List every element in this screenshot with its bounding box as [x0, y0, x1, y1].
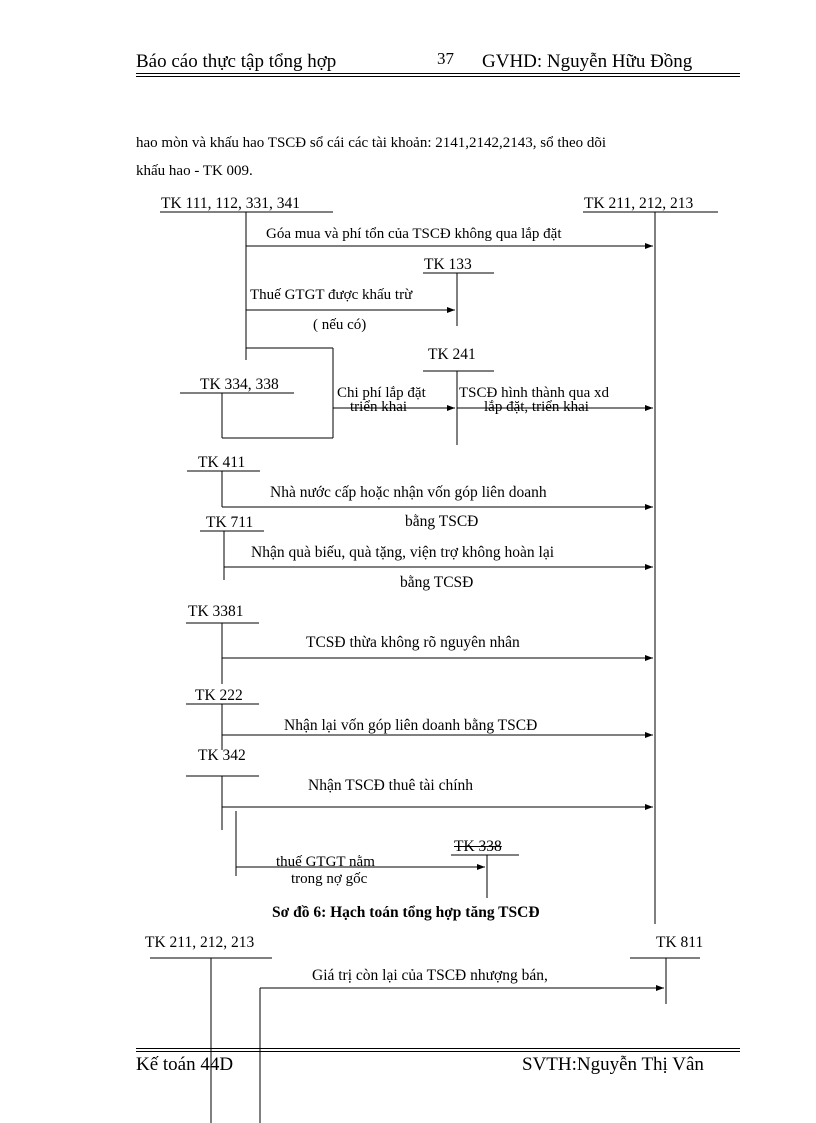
label-purchase: Góa mua và phí tổn của TSCĐ không qua lắ… — [266, 226, 562, 242]
label-state-1: Nhà nước cấp hoặc nhận vốn góp liên doan… — [270, 484, 547, 501]
account-tk3381: TK 3381 — [188, 603, 244, 620]
account-tk711: TK 711 — [206, 514, 254, 531]
label-vat-2: ( nếu có) — [313, 317, 367, 333]
header-title: Báo cáo thực tập tổng hợp — [136, 51, 337, 72]
intro-line-2: khấu hao - TK 009. — [136, 163, 253, 179]
header-rule-2 — [136, 76, 740, 77]
label-install-2: triển khai — [350, 399, 408, 415]
label-formed-2: lắp đặt, triển khai — [484, 399, 589, 415]
footer-rule-2 — [136, 1051, 740, 1052]
footer-right: SVTH:Nguyễn Thị Vân — [522, 1054, 704, 1075]
header-rule — [136, 73, 740, 74]
diagram-caption: Sơ đồ 6: Hạch toán tổng hợp tăng TSCĐ — [272, 904, 540, 921]
label-surplus: TCSĐ thừa không rõ nguyên nhân — [306, 634, 520, 651]
label-vat-1: Thuế GTGT được khấu trừ — [250, 287, 413, 303]
label-install-1: Chi phí lắp đặt — [337, 385, 426, 401]
account-tk111: TK 111, 112, 331, 341 — [161, 195, 301, 212]
footer-left: Kế toán 44D — [136, 1054, 234, 1075]
account-tk811: TK 811 — [656, 934, 704, 951]
account-tk133: TK 133 — [424, 256, 472, 273]
header-supervisor: GVHD: Nguyễn Hữu Đồng — [482, 51, 693, 72]
label-remaining-value: Giá trị còn lại của TSCĐ nhượng bán, — [312, 967, 548, 984]
account-tk338: TK 338 — [454, 838, 502, 855]
account-tk342: TK 342 — [198, 747, 246, 764]
account-tk334: TK 334, 338 — [200, 376, 279, 393]
account-tk411: TK 411 — [198, 454, 246, 471]
intro-line-1: hao mòn và khấu hao TSCĐ sổ cái các tài … — [136, 135, 607, 151]
label-state-2: bằng TSCĐ — [405, 513, 479, 530]
label-vat-debt-2: trong nợ gốc — [291, 871, 368, 887]
account-tk211: TK 211, 212, 213 — [584, 195, 694, 212]
label-formed-1: TSCĐ hình thành qua xd — [459, 385, 609, 401]
page-number: 37 — [437, 49, 454, 68]
account-tk241: TK 241 — [428, 346, 476, 363]
label-gift-1: Nhận quà biếu, quà tặng, viện trợ không … — [251, 544, 555, 561]
account-tk211-b: TK 211, 212, 213 — [145, 934, 255, 951]
footer-rule — [136, 1048, 740, 1049]
label-jv-return: Nhận lại vốn góp liên doanh bằng TSCĐ — [284, 717, 538, 734]
account-tk222: TK 222 — [195, 687, 243, 704]
label-finance-lease: Nhận TSCĐ thuê tài chính — [308, 777, 474, 794]
label-gift-2: bằng TCSĐ — [400, 574, 474, 591]
label-vat-debt-1: thuế GTGT nằm — [276, 854, 375, 870]
